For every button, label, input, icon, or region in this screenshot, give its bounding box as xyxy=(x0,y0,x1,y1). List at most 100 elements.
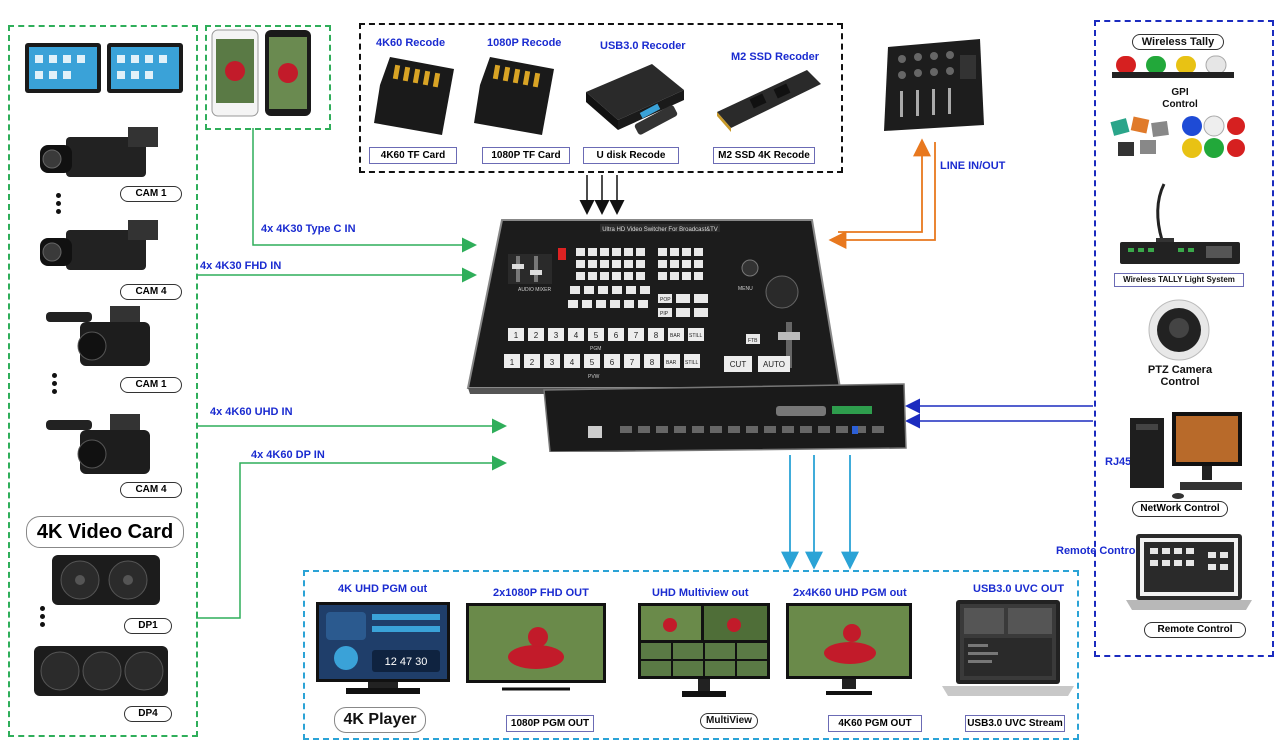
pgm-4: 4 xyxy=(574,331,579,340)
phone-panel xyxy=(205,25,331,130)
cut-label: CUT xyxy=(730,360,747,369)
ptz-label-line2: Control xyxy=(1160,376,1200,388)
output-title-5: USB3.0 UVC OUT xyxy=(973,583,1065,595)
pvw-7: 7 xyxy=(630,358,635,367)
output-caption-3: MultiView xyxy=(700,713,758,729)
pgm-label: PGM xyxy=(590,346,601,352)
camcorder-icon-1 xyxy=(46,306,150,366)
menu-label: MENU xyxy=(738,286,753,292)
source-panel xyxy=(8,25,198,737)
recorder-title-2: 1080P Recode xyxy=(487,37,562,49)
recorder-title-1: 4K60 Recode xyxy=(376,37,446,49)
recorder-panel xyxy=(359,23,843,173)
dp-label-1: DP1 xyxy=(124,618,172,634)
pvw-1: 1 xyxy=(510,358,515,367)
pop-label: POP xyxy=(660,297,671,303)
output-caption-5: USB3.0 UVC Stream xyxy=(965,715,1065,732)
recorder-caption-2: 1080P TF Card xyxy=(482,147,570,164)
pgm-still: STILL xyxy=(689,333,703,339)
control-panel xyxy=(1094,20,1274,657)
cam-label-4: CAM 4 xyxy=(120,482,182,498)
uvc-laptop-icon xyxy=(942,600,1074,696)
typec-input-label: 4x 4K30 Type C IN xyxy=(261,223,356,235)
output-title-2: 2x1080P FHD OUT xyxy=(493,587,589,599)
tally-system-icon xyxy=(1120,183,1240,264)
output-caption-2: 1080P PGM OUT xyxy=(506,715,594,732)
multiview-icon xyxy=(638,603,770,697)
output-title-1: 4K UHD PGM out xyxy=(338,583,428,595)
player-clock: 12 47 30 xyxy=(385,656,428,668)
gpu-icon-2 xyxy=(34,646,168,696)
pgm-1: 1 xyxy=(514,331,519,340)
output-caption-4: 4K60 PGM OUT xyxy=(828,715,922,732)
gpi-label-line2: Control xyxy=(1162,99,1198,110)
pgm-3: 3 xyxy=(554,331,559,340)
pvw-label: PVW xyxy=(588,374,600,380)
fhd-input-label: 4x 4K30 FHD IN xyxy=(200,260,282,272)
recorder-title-4: M2 SSD Recoder xyxy=(731,51,820,63)
4k-player-icon: 12 47 30 xyxy=(316,602,450,694)
pvw-2: 2 xyxy=(530,358,535,367)
pgm-6: 6 xyxy=(614,331,619,340)
tf-card-icon-1 xyxy=(374,57,454,135)
output-title-3: UHD Multiview out xyxy=(652,587,749,599)
cam-label-1: CAM 1 xyxy=(120,186,182,202)
cam-label-2: CAM 4 xyxy=(120,284,182,300)
recorder-caption-3: U disk Recode xyxy=(583,147,679,164)
output-caption-1: 4K Player xyxy=(334,707,426,733)
output-title-4: 2x4K60 UHD PGM out xyxy=(793,587,907,599)
pgm-2: 2 xyxy=(534,331,539,340)
ftb-label: FTB xyxy=(748,338,758,344)
gpu-icon-1 xyxy=(52,555,160,605)
cam-label-3: CAM 1 xyxy=(120,377,182,393)
gpi-label-line1: GPI xyxy=(1171,87,1189,98)
pvw-4: 4 xyxy=(570,358,575,367)
pgm-bar: BAR xyxy=(670,333,681,339)
recorder-title-3: USB3.0 Recoder xyxy=(600,40,686,52)
remote-control-caption: Remote Control xyxy=(1144,622,1246,638)
pvw-5: 5 xyxy=(590,358,595,367)
dp-label-2: DP4 xyxy=(124,706,172,722)
uhd-input-label: 4x 4K60 UHD IN xyxy=(210,406,293,418)
phone-icons xyxy=(211,29,311,117)
recorder-caption-1: 4K60 TF Card xyxy=(369,147,457,164)
pvw-still: STILL xyxy=(685,360,699,366)
ptz-joystick-icon xyxy=(1148,299,1210,361)
ssd-icon xyxy=(717,70,821,132)
dp-arrow xyxy=(196,455,507,619)
remote-laptop-icon xyxy=(1126,534,1252,610)
tally-lights-icon xyxy=(1112,55,1234,78)
pip-label: PIP xyxy=(660,311,669,317)
more-dots-2 xyxy=(52,370,57,397)
pvw-bar: BAR xyxy=(666,360,677,366)
auto-label: AUTO xyxy=(763,360,785,369)
pvw-6: 6 xyxy=(610,358,615,367)
video-card-title: 4K Video Card xyxy=(26,516,184,548)
pgm-5: 5 xyxy=(594,331,599,340)
typec-arrow xyxy=(252,128,477,253)
network-control-label: NetWork Control xyxy=(1132,501,1228,517)
usb-drive-icon xyxy=(586,64,684,135)
rj45-label: RJ45 xyxy=(1105,456,1132,468)
fhd-tv-icon xyxy=(466,603,606,691)
network-pc-icon xyxy=(1130,412,1242,499)
audio-mixer-label: AUDIO MIXER xyxy=(518,287,551,293)
camcorder-icon-2 xyxy=(46,414,150,474)
recorder-caption-4: M2 SSD 4K Recode xyxy=(713,147,815,164)
line-in-out-label: LINE IN/OUT xyxy=(940,160,1006,172)
pgm-8: 8 xyxy=(654,331,659,340)
switcher-brand: Ultra HD Video Switcher For Broadcast&TV xyxy=(602,227,718,233)
more-dots-1 xyxy=(56,190,61,217)
camera-icon-2 xyxy=(40,220,158,270)
4k60-monitor-icon xyxy=(786,603,912,695)
tf-card-icon-2 xyxy=(474,57,554,135)
pvw-8: 8 xyxy=(650,358,655,367)
camera-icon-1 xyxy=(40,127,158,177)
audio-out-arrow xyxy=(838,138,931,233)
tally-system-label: Wireless TALLY Light System xyxy=(1114,273,1244,287)
video-switcher: Ultra HD Video Switcher For Broadcast&TV… xyxy=(466,219,907,452)
pgm-7: 7 xyxy=(634,331,639,340)
dp-input-label: 4x 4K60 DP IN xyxy=(251,449,325,461)
ptz-label-line1: PTZ Camera xyxy=(1147,364,1213,376)
